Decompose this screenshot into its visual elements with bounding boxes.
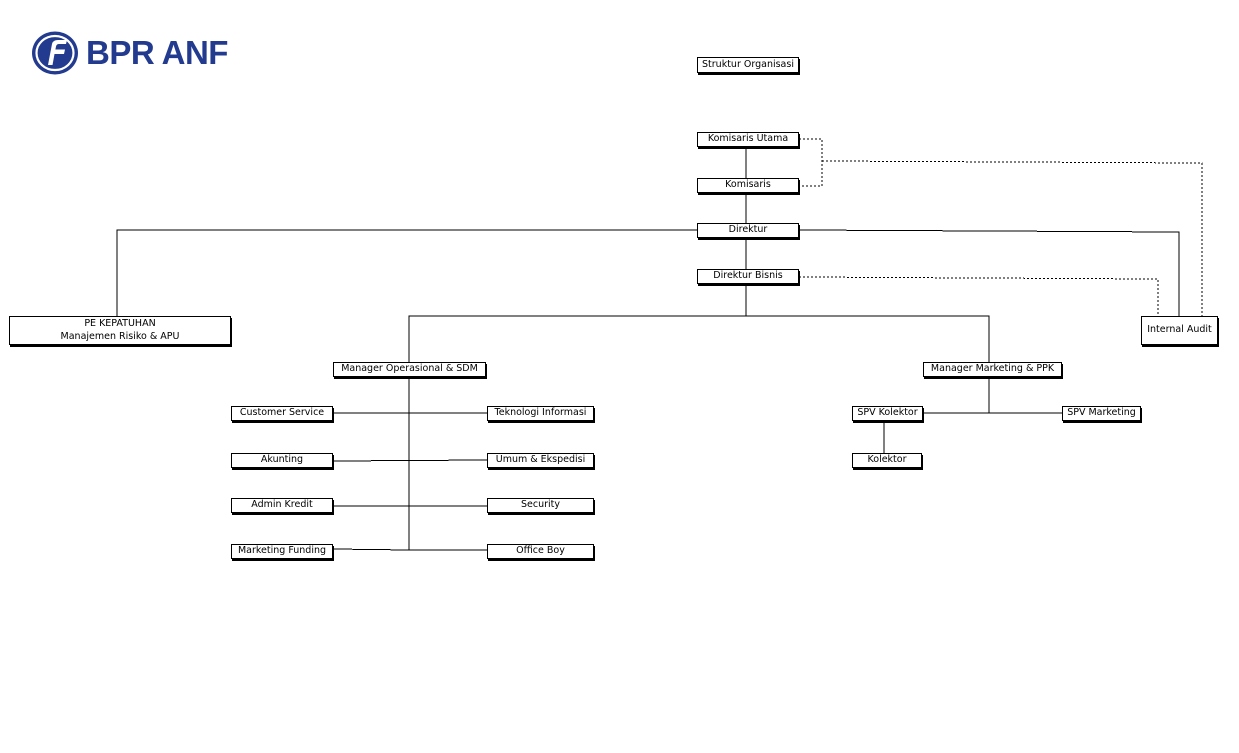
chart-title: Struktur Organisasi [697,57,799,73]
node-manager-operasional: Manager Operasional & SDM [333,362,486,377]
akunting-umum-connector [332,459,488,462]
komisaris-dashed-bracket [799,138,823,187]
komisaris-to-audit-dashed-connector [821,160,1203,316]
bpr-anf-logo: BPR ANF [30,30,228,76]
pe-kepatuhan-line1: PE KEPATUHAN [84,317,156,329]
bisnis-to-managers-connector [408,315,990,362]
node-teknologi-informasi: Teknologi Informasi [487,406,594,421]
node-spv-kolektor: SPV Kolektor [852,406,923,421]
bisnis-to-audit-dashed-connector [798,276,1159,316]
node-akunting: Akunting [231,453,333,468]
node-office-boy: Office Boy [487,544,594,559]
funding-officeboy-connector [332,548,487,551]
node-security: Security [487,498,594,513]
node-komisaris: Komisaris [697,178,799,193]
node-admin-kredit: Admin Kredit [231,498,333,513]
logo-text: BPR ANF [86,34,228,71]
node-pe-kepatuhan: PE KEPATUHAN Manajemen Risiko & APU [9,316,231,345]
node-kolektor: Kolektor [852,453,922,468]
anf-f-logo-icon [32,31,78,75]
node-direktur: Direktur [697,223,799,238]
node-manager-marketing: Manager Marketing & PPK [923,362,1062,377]
marketing-to-spv-kolektor-connector [923,377,990,414]
node-umum-ekspedisi: Umum & Ekspedisi [487,453,594,468]
pe-kepatuhan-line2: Manajemen Risiko & APU [60,330,180,342]
node-customer-service: Customer Service [231,406,333,421]
direktur-to-audit-connector [798,229,1180,316]
node-internal-audit: Internal Audit [1141,316,1218,345]
node-marketing-funding: Marketing Funding [231,544,333,559]
node-spv-marketing: SPV Marketing [1062,406,1141,421]
direktur-to-kepatuhan-connector [116,229,697,316]
node-komisaris-utama: Komisaris Utama [697,132,799,147]
node-direktur-bisnis: Direktur Bisnis [697,269,799,284]
